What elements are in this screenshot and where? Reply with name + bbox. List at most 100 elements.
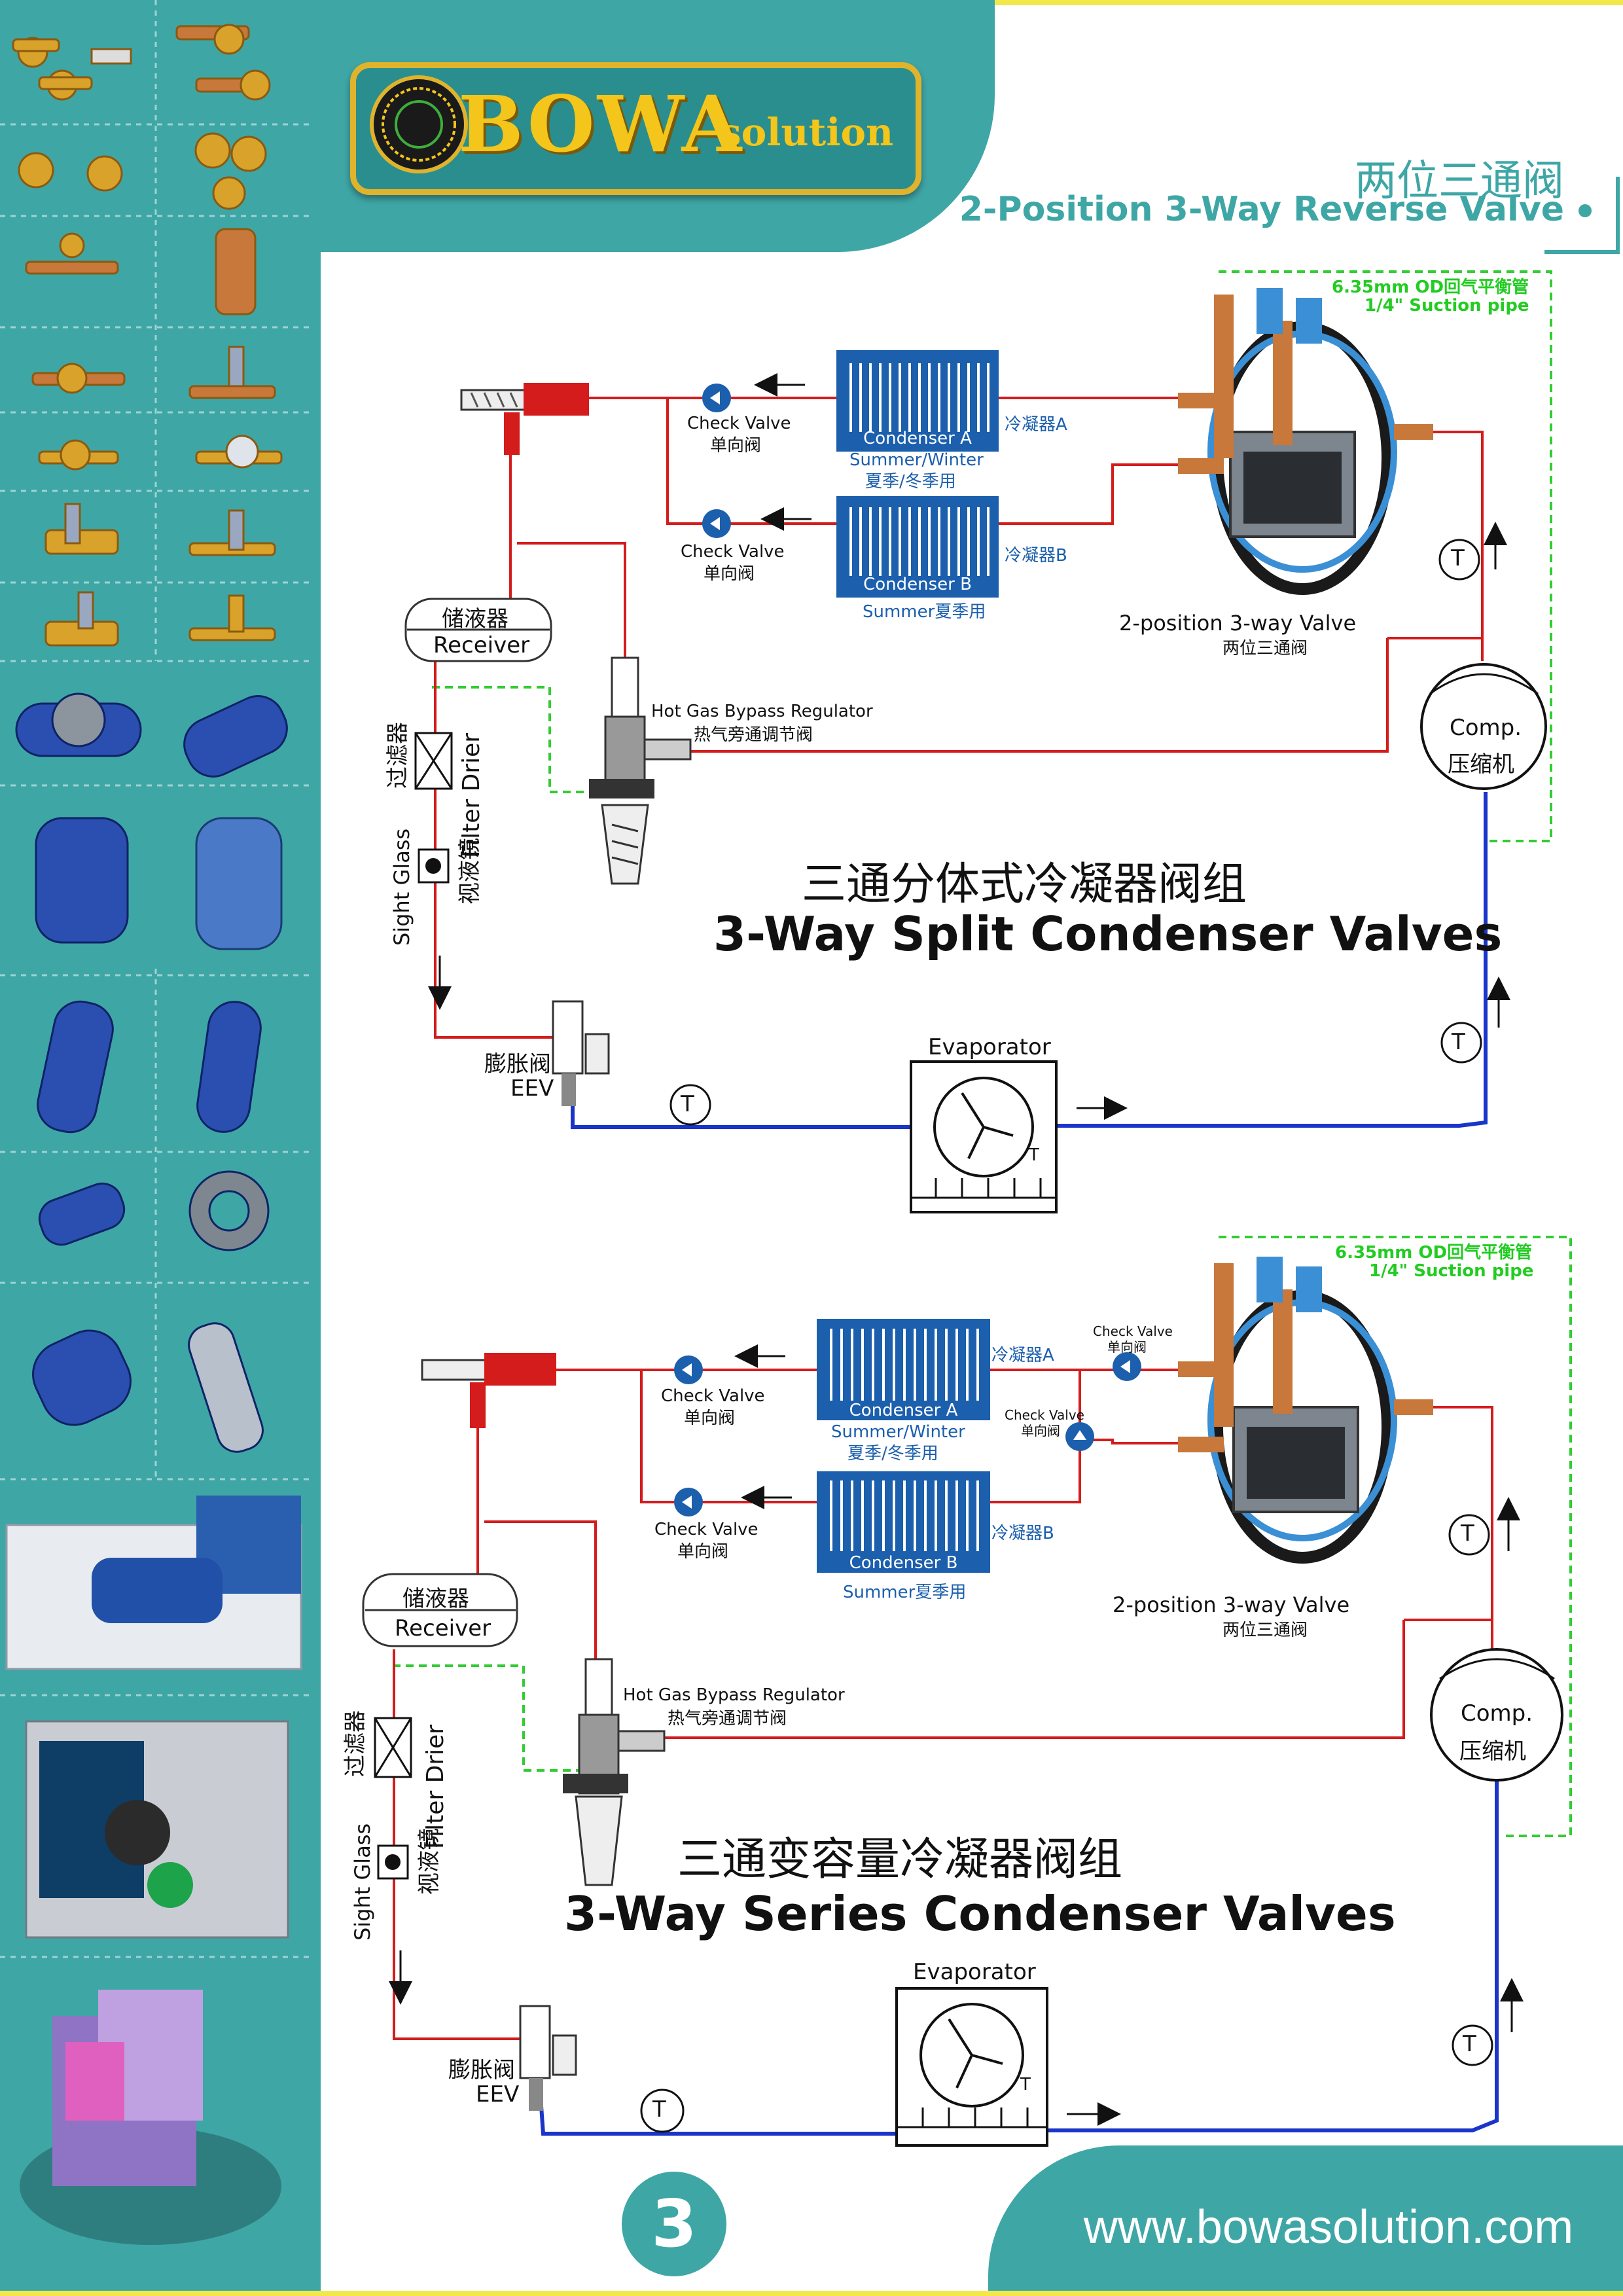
diagram1-receiver: [404, 598, 552, 662]
diagram1-temp-sensors: [669, 539, 1482, 1171]
eev-en: EEV: [510, 1075, 554, 1102]
section2-title-cn: 三通变容量冷凝器阀组: [677, 1834, 1123, 1886]
comp-cn-2: 压缩机: [1459, 1738, 1526, 1765]
bottom-stripe: [0, 2291, 1623, 2296]
diagram2-receiver: [362, 1573, 518, 1647]
condenser-a-name-2: Condenser A: [849, 1401, 958, 1420]
hot-gas-bypass-cn: 热气旁通调节阀: [694, 725, 813, 745]
receiver-en-2: Receiver: [395, 1615, 491, 1641]
comp-en: Comp.: [1450, 715, 1522, 741]
condenser-a-season-cn: 夏季/冬季用: [865, 472, 956, 492]
receiver-cn: 储液器: [442, 606, 508, 632]
condenser-a-name: Condenser A: [863, 429, 972, 448]
filter-cn-2: 过滤器: [342, 1710, 368, 1777]
diagram1-compressor: [1420, 663, 1547, 790]
sight-glass-cn-2: 视液镜: [416, 1828, 442, 1895]
receiver-cn-2: 储液器: [402, 1586, 469, 1612]
page-number: 3: [622, 2172, 726, 2276]
check-valve-d-cn: 单向阀: [1021, 1423, 1060, 1439]
check-valve-a-cn-2: 单向阀: [684, 1408, 736, 1428]
check-valve-a-label: Check Valve: [687, 414, 791, 433]
diagram2-eev: [519, 2005, 577, 2111]
check-valve-a-label-2: Check Valve: [661, 1386, 765, 1406]
diagram1-filter-drier: [414, 732, 453, 1010]
condenser-b-season-2: Summer夏季用: [843, 1583, 967, 1602]
sight-glass-en-2: Sight Glass: [350, 1823, 375, 1941]
sight-glass-cn: 视液镜: [457, 838, 483, 905]
condenser-b-name-2: Condenser B: [849, 1553, 958, 1573]
check-valve-b-cn: 单向阀: [704, 564, 755, 584]
evaporator-label-2: Evaporator: [913, 1959, 1036, 1985]
eev-cn: 膨胀阀: [484, 1051, 551, 1077]
diagram1-three-way-valve: [1178, 288, 1433, 595]
condenser-a-season-en: Summer/Winter: [849, 450, 984, 470]
product-sidebar: [0, 0, 321, 2296]
diagram2-solenoid-valve: [421, 1353, 556, 1428]
t5-label-2: T: [1020, 2075, 1031, 2094]
hot-gas-bypass-cn-2: 热气旁通调节阀: [668, 1709, 787, 1729]
diagram2-check-valves: [674, 1344, 1141, 1516]
suction-note-2: 1/4" Suction pipe: [1364, 296, 1529, 315]
check-valve-a-cn: 单向阀: [710, 436, 762, 456]
product-thumbnails: [0, 0, 314, 2245]
diagram1-hot-gas-bypass: [589, 656, 692, 885]
evaporator-label: Evaporator: [928, 1034, 1051, 1060]
condenser-b-name: Condenser B: [863, 575, 972, 594]
diagram1-evaporator: [910, 1060, 1058, 1213]
diagram2-evaporator: [895, 1987, 1048, 2147]
check-valve-d-label: Check Valve: [1005, 1407, 1084, 1423]
valve-label-cn-2: 两位三通阀: [1222, 1621, 1308, 1640]
check-valve-c-label: Check Valve: [1093, 1323, 1173, 1339]
eev-en-2: EEV: [476, 2081, 520, 2108]
filter-cn: 过滤器: [385, 722, 411, 789]
diagram1-solenoid-valve: [460, 383, 589, 455]
t6-label: T: [1452, 1029, 1465, 1055]
sight-glass-en: Sight Glass: [389, 828, 414, 946]
diagram1-condensers: [836, 350, 999, 598]
condenser-b-cn: 冷凝器B: [1005, 546, 1067, 565]
website-link[interactable]: www.bowasolution.com: [1083, 2201, 1574, 2253]
t6-label-2: T: [1463, 2031, 1476, 2057]
condenser-a-cn: 冷凝器A: [1005, 415, 1067, 435]
suction-note-2b: 1/4" Suction pipe: [1369, 1261, 1534, 1281]
hot-gas-bypass-en: Hot Gas Bypass Regulator: [651, 702, 873, 721]
brass-valve-icons: [12, 24, 283, 647]
section2-title-en: 3-Way Series Condenser Valves: [564, 1886, 1396, 1941]
brand-name: BOWA: [458, 79, 745, 170]
diagram2-condensers: [817, 1319, 990, 1573]
diagram2-temp-sensors: [640, 1514, 1493, 2133]
page-title-cn: 两位三通阀: [1355, 157, 1564, 206]
diagram2-filter-drier: [374, 1717, 412, 2005]
section1-title-cn: 三通分体式冷凝器阀组: [802, 859, 1247, 910]
condenser-a-season-en-2: Summer/Winter: [831, 1422, 965, 1442]
check-valve-b-label-2: Check Valve: [654, 1520, 758, 1539]
comp-cn: 压缩机: [1448, 751, 1514, 778]
condenser-b-season: Summer夏季用: [863, 602, 986, 622]
valve-label-cn: 两位三通阀: [1222, 639, 1308, 658]
valve-label-en: 2-position 3-way Valve: [1119, 611, 1357, 636]
t4-label: T: [681, 1091, 694, 1117]
valve-label-en-2: 2-position 3-way Valve: [1113, 1592, 1350, 1617]
page-title-en: 2-Position 3-Way Reverse Valve: [959, 190, 1564, 229]
hot-gas-bypass-en-2: Hot Gas Bypass Regulator: [623, 1685, 845, 1705]
diagram1-check-valves: [702, 373, 812, 538]
diagram2-hot-gas-bypass: [563, 1658, 666, 1886]
system-icons: [5, 1496, 302, 2245]
suction-note-1: 6.35mm OD回气平衡管: [1332, 278, 1529, 297]
comp-en-2: Comp.: [1461, 1700, 1533, 1727]
t5-label: T: [1029, 1145, 1039, 1165]
brand-sub: solution: [720, 110, 894, 154]
check-valve-c-cn: 单向阀: [1107, 1339, 1147, 1355]
check-valve-b-cn-2: 单向阀: [677, 1542, 729, 1562]
diagram2-three-way-valve: [1178, 1257, 1433, 1564]
suction-note-1b: 6.35mm OD回气平衡管: [1335, 1243, 1533, 1263]
condenser-a-cn-2: 冷凝器A: [991, 1346, 1054, 1365]
condenser-b-cn-2: 冷凝器B: [991, 1524, 1054, 1543]
receiver-icons: [15, 692, 288, 1453]
diagram2-compressor: [1430, 1648, 1563, 1782]
check-valve-b-label: Check Valve: [681, 542, 785, 562]
receiver-en: Receiver: [433, 632, 530, 658]
condenser-a-season-cn-2: 夏季/冬季用: [847, 1444, 938, 1463]
footer-band: [988, 2145, 1623, 2296]
